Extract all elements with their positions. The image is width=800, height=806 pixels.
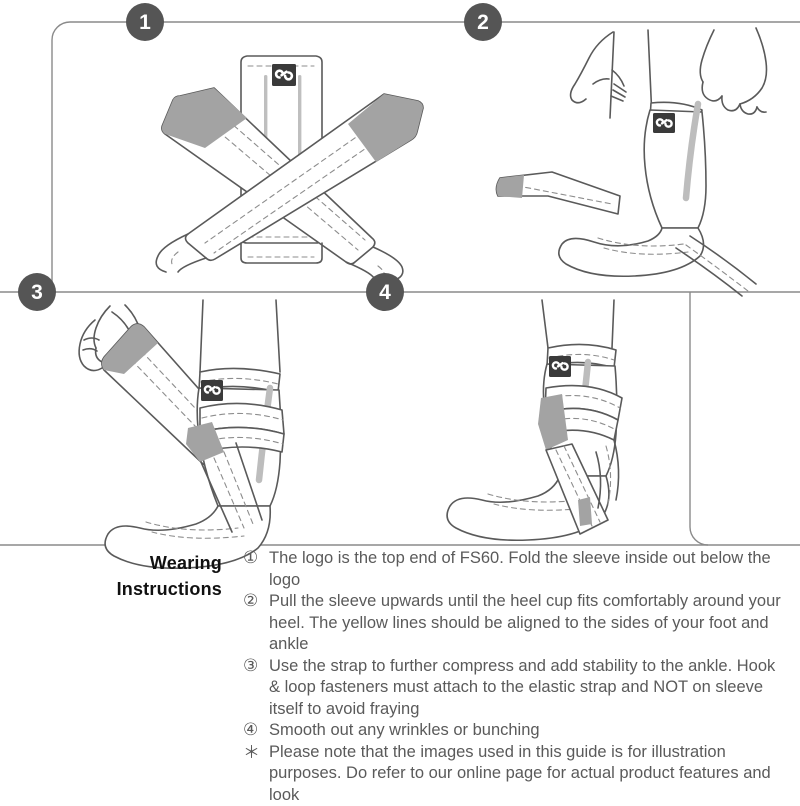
panel-4-illustration bbox=[447, 300, 622, 540]
instruction-item-4: ④ Smooth out any wrinkles or bunching bbox=[243, 720, 783, 742]
footnote: ＊ Please note that the images used in th… bbox=[243, 742, 783, 806]
instruction-item-3: ③ Use the strap to further compress and … bbox=[243, 656, 783, 721]
instruction-list: ① The logo is the top end of FS60. Fold … bbox=[243, 548, 783, 806]
instruction-marker-1: ① bbox=[243, 548, 269, 570]
instruction-marker-4: ④ bbox=[243, 720, 269, 742]
logo-badge-panel-1 bbox=[272, 64, 296, 86]
instruction-marker-3: ③ bbox=[243, 656, 269, 678]
panel-3-illustration bbox=[79, 300, 284, 568]
logo-badge-panel-2 bbox=[653, 113, 675, 133]
page-title-line-1: Wearing bbox=[0, 550, 222, 576]
step-badge-4: 4 bbox=[366, 273, 404, 311]
instruction-item-2: ② Pull the sleeve upwards until the heel… bbox=[243, 591, 783, 656]
footnote-marker: ＊ bbox=[243, 742, 269, 764]
page-title-line-2: Instructions bbox=[0, 576, 222, 602]
instruction-marker-2: ② bbox=[243, 591, 269, 613]
step-badge-1: 1 bbox=[126, 3, 164, 41]
instruction-item-1: ① The logo is the top end of FS60. Fold … bbox=[243, 548, 783, 591]
instruction-text-2: Pull the sleeve upwards until the heel c… bbox=[269, 591, 783, 656]
footnote-text: Please note that the images used in this… bbox=[269, 742, 783, 806]
step-badge-3: 3 bbox=[18, 273, 56, 311]
instruction-text-4: Smooth out any wrinkles or bunching bbox=[269, 720, 783, 742]
panel-1-illustration bbox=[156, 56, 423, 281]
logo-badge-panel-3 bbox=[201, 380, 223, 401]
instruction-text-3: Use the strap to further compress and ad… bbox=[269, 656, 783, 721]
step-badge-2: 2 bbox=[464, 3, 502, 41]
panel-2-illustration bbox=[496, 28, 766, 296]
page-title: Wearing Instructions bbox=[0, 550, 222, 602]
logo-badge-panel-4 bbox=[549, 356, 571, 377]
instruction-text-1: The logo is the top end of FS60. Fold th… bbox=[269, 548, 783, 591]
instructions-section: Wearing Instructions ① The logo is the t… bbox=[0, 546, 800, 800]
